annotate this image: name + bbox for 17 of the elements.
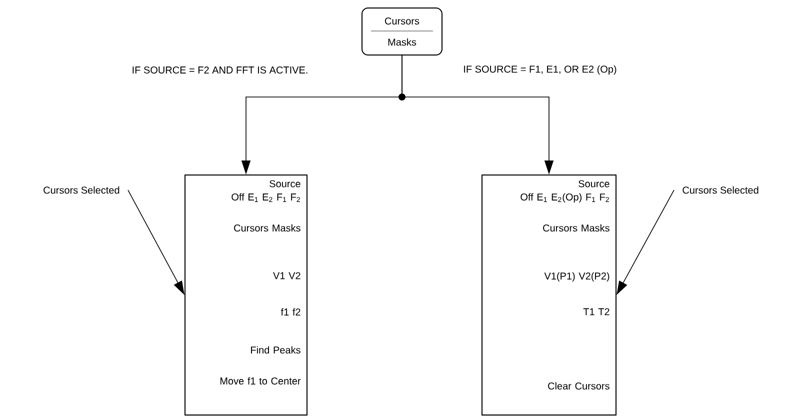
softkey-label: V1(P1) V2(P2) — [544, 272, 610, 282]
softkey-label: T1 T2 — [583, 308, 610, 316]
softkey-label: Clear Cursors — [548, 382, 610, 390]
softkey-label: V1 V2 — [273, 272, 300, 280]
softkey-label: Cursors Masks — [234, 224, 300, 232]
softkey-label: Cursors Masks — [543, 224, 610, 232]
softkey-label: Find Peaks — [251, 346, 300, 354]
softkey-label: Off E$_{1}$ E$_{2}$(Op) F$_{1}$ F$_{2}$ — [520, 193, 609, 203]
softkey-label: Source — [270, 180, 300, 188]
softkey-label: Source — [578, 180, 610, 188]
condition-note: IF SOURCE = F2 AND FFT IS ACTIVE. — [132, 66, 308, 74]
softkey-label: Move f1 to Center — [220, 377, 301, 385]
softkey-label: Off E$_{1}$ E$_{2}$ F$_{1}$ F$_{2}$ — [232, 193, 300, 202]
condition-note: IF SOURCE = F1, E1, OR E2 (Op) — [464, 65, 616, 75]
input-label: Cursors Selected — [682, 186, 758, 194]
input-label: Cursors Selected — [44, 186, 120, 194]
softkey-label: f1 f2 — [280, 308, 300, 316]
